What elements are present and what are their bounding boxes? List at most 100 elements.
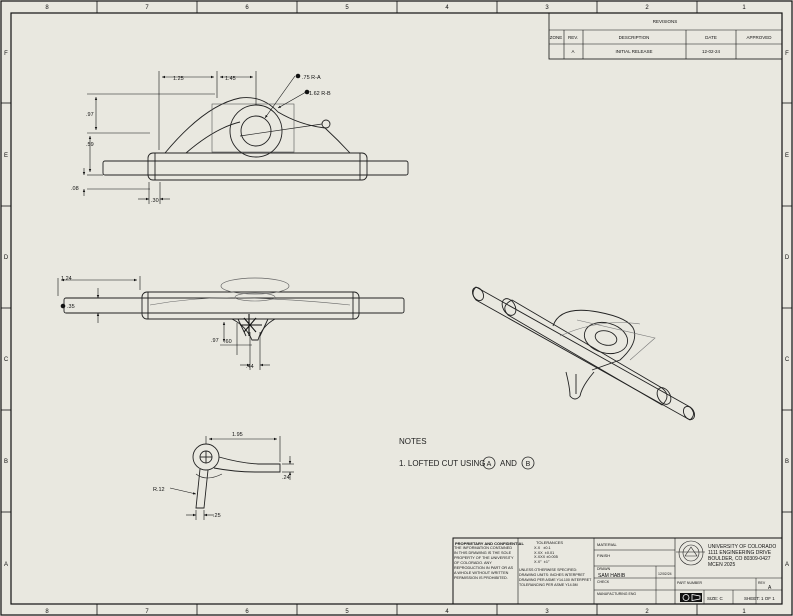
title-block-text: PROPRIETARY AND CONFIDENTIAL TOLERANCES … xyxy=(455,540,776,601)
drawn-name: SAM HABIB xyxy=(598,573,626,579)
revisions-header: ZONE xyxy=(550,35,563,40)
dim-text: .35 xyxy=(67,304,75,310)
proprietary-body-wrap: THE INFORMATION CONTAINED IN THIS DRAWIN… xyxy=(454,546,514,580)
zone-top-label: 2 xyxy=(645,5,649,11)
revisions-header: APPROVED xyxy=(746,35,772,40)
top-view-dimensions xyxy=(57,276,270,370)
dim-text: .44 xyxy=(246,364,254,370)
projection-symbol-icon xyxy=(680,593,702,602)
zone-top-label: 1 xyxy=(742,5,746,11)
dim-text: .24 xyxy=(282,475,290,481)
zone-bottom-label: 4 xyxy=(445,609,449,615)
material-label: MATERIAL xyxy=(597,542,617,547)
university-name: UNIVERSITY OF COLORADO xyxy=(708,544,776,550)
dim-text: .25 xyxy=(213,513,221,519)
revisions-header: DESCRIPTION xyxy=(619,35,650,40)
isometric-view xyxy=(471,286,696,421)
mfg-eng-label: MANUFACTURING ENG xyxy=(597,592,636,596)
zone-left-label: E xyxy=(4,153,8,159)
dim-text: R.12 xyxy=(153,487,165,493)
zone-top-label: 5 xyxy=(345,5,349,11)
tolerances-title: TOLERANCES xyxy=(536,540,563,545)
dim-text: .30 xyxy=(151,198,159,204)
front-view-dimensions xyxy=(82,71,307,204)
notes: NOTES 1. LOFTED CUT USING A AND B xyxy=(399,437,535,470)
callout-bubble-a xyxy=(482,456,496,470)
inner-border xyxy=(10,12,783,605)
zone-right-label: B xyxy=(785,459,789,465)
side-view-dim-text: 1.95 .24 R.12 .25 xyxy=(153,432,290,519)
zone-right-label: C xyxy=(785,357,790,363)
bubble-a-label: A xyxy=(487,461,492,468)
side-view-dimensions xyxy=(169,436,294,520)
address-line-1: 1111 ENGINEERING DRIVE xyxy=(708,550,772,556)
address-line-2: BOULDER, CO 80309-0427 xyxy=(708,556,771,562)
front-view xyxy=(102,97,409,181)
zone-right-label: F xyxy=(785,51,789,57)
sheet-number: SHEET: 1 OF 1 xyxy=(744,596,775,601)
part-number-label: PART NUMBER xyxy=(677,581,703,585)
zone-left-label: C xyxy=(4,357,9,363)
zone-bottom-label: 6 xyxy=(245,609,249,615)
front-view-dim-text: 1.25 1.45 .75 R-A 1.62 R-B .97 .59 .08 .… xyxy=(71,75,331,204)
zone-right-label: E xyxy=(785,153,789,159)
rev-label: REV xyxy=(758,581,766,585)
dim-text: .60 xyxy=(224,339,232,345)
zone-left-label: F xyxy=(4,51,8,57)
zone-bottom-label: 8 xyxy=(45,609,49,615)
dim-text: 1.62 R-B xyxy=(309,91,331,97)
dim-text: .97 xyxy=(211,338,219,344)
zone-bottom-label: 7 xyxy=(145,609,149,615)
zone-top-label: 8 xyxy=(45,5,49,11)
drawn-date: 12/02/24 xyxy=(658,572,672,576)
university-seal-logo xyxy=(678,540,704,566)
zone-bottom-label: 2 xyxy=(645,609,649,615)
revisions-header: DATE xyxy=(705,35,717,40)
zone-left-label: B xyxy=(4,459,8,465)
revisions-header: REV. xyxy=(568,35,578,40)
zone-top-label: 6 xyxy=(245,5,249,11)
course-code: MCEN 2025 xyxy=(708,562,735,568)
notes-title: NOTES xyxy=(399,437,427,446)
dim-text: .08 xyxy=(71,186,79,192)
callout-bubble-b xyxy=(521,456,535,470)
title-block xyxy=(452,537,783,605)
drawn-label: DRAWN xyxy=(597,567,611,571)
revisions-table: REVISIONS ZONE REV. DESCRIPTION DATE APP… xyxy=(548,12,783,60)
dim-text: .59 xyxy=(86,142,94,148)
proprietary-body: THE INFORMATION CONTAINED IN THIS DRAWIN… xyxy=(454,546,514,580)
dim-text: .75 R-A xyxy=(302,75,321,81)
sheet-size: SIZE: C xyxy=(707,596,724,601)
revisions-cell: INITIAL RELEASE xyxy=(615,49,652,54)
dim-text: 1.24 xyxy=(61,276,72,282)
tolerances-wrap: X.X ±0.1 X.XX ±0.01 X.XXX ±0.005 X.X° ±1… xyxy=(534,546,558,564)
dim-text: 1.45 xyxy=(225,76,236,82)
revisions-cell: 12-02-24 xyxy=(702,49,721,54)
zone-bottom-label: 5 xyxy=(345,609,349,615)
notes-and: AND xyxy=(500,459,517,468)
zone-left-label: D xyxy=(4,255,9,261)
zone-labels: 8 7 6 5 4 3 2 1 8 7 6 5 4 3 2 1 F E D C … xyxy=(4,5,790,615)
top-view-dim-text: 1.24 .35 .97 .60 .44 xyxy=(61,276,254,370)
diameter-symbols xyxy=(295,73,310,95)
dim-text: .97 xyxy=(86,112,94,118)
dim-text: 1.95 xyxy=(232,432,243,438)
unless-wrap: UNLESS OTHERWISE SPECIFIED: DRAWING UNIT… xyxy=(519,568,592,587)
zone-top-label: 4 xyxy=(445,5,449,11)
proprietary-title: PROPRIETARY AND CONFIDENTIAL xyxy=(455,541,524,546)
tolerances-values: X.X ±0.1 X.XX ±0.01 X.XXX ±0.005 X.X° ±1… xyxy=(534,546,558,564)
zone-bottom-label: 1 xyxy=(742,609,746,615)
diameter-symbol-icon xyxy=(60,303,66,309)
zone-bottom-label: 3 xyxy=(545,609,549,615)
rev-value: A xyxy=(768,585,772,591)
unless-specified: UNLESS OTHERWISE SPECIFIED: DRAWING UNIT… xyxy=(519,568,592,587)
zone-top-label: 3 xyxy=(545,5,549,11)
zone-right-label: A xyxy=(785,562,789,568)
finish-label: FINISH xyxy=(597,553,610,558)
check-label: CHECK xyxy=(597,580,610,584)
zone-top-label: 7 xyxy=(145,5,149,11)
notes-line: 1. LOFTED CUT USING xyxy=(399,459,486,468)
zone-left-label: A xyxy=(4,562,8,568)
